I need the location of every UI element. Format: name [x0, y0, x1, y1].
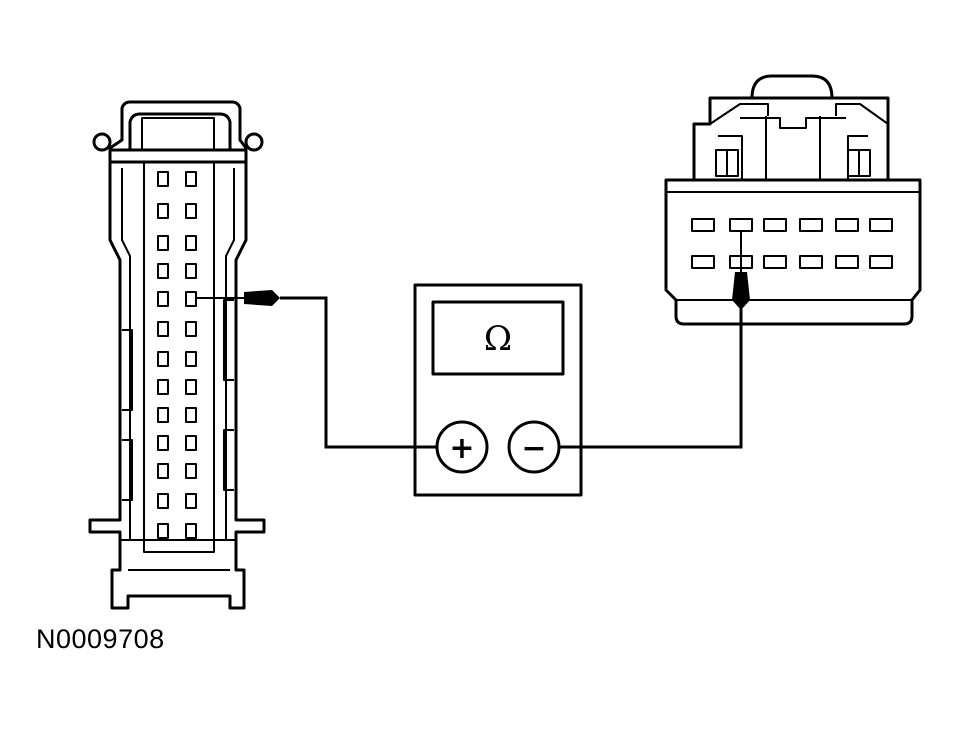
positive-terminal-label: + — [449, 431, 474, 466]
meter-display — [431, 300, 565, 376]
terminal-cavities — [691, 218, 893, 269]
positive-probe — [196, 290, 280, 306]
negative-lead — [559, 308, 743, 449]
module-connector — [88, 100, 266, 610]
figure-number: N0009708 — [36, 624, 165, 654]
test-leads — [280, 296, 743, 449]
ohmmeter: Ω + − — [413, 283, 583, 497]
component-connector — [664, 74, 922, 326]
negative-probe — [732, 231, 750, 310]
positive-lead — [280, 296, 437, 449]
negative-terminal-label: − — [521, 431, 546, 466]
pin-cavities — [157, 171, 197, 539]
ohm-symbol: Ω — [484, 319, 512, 359]
